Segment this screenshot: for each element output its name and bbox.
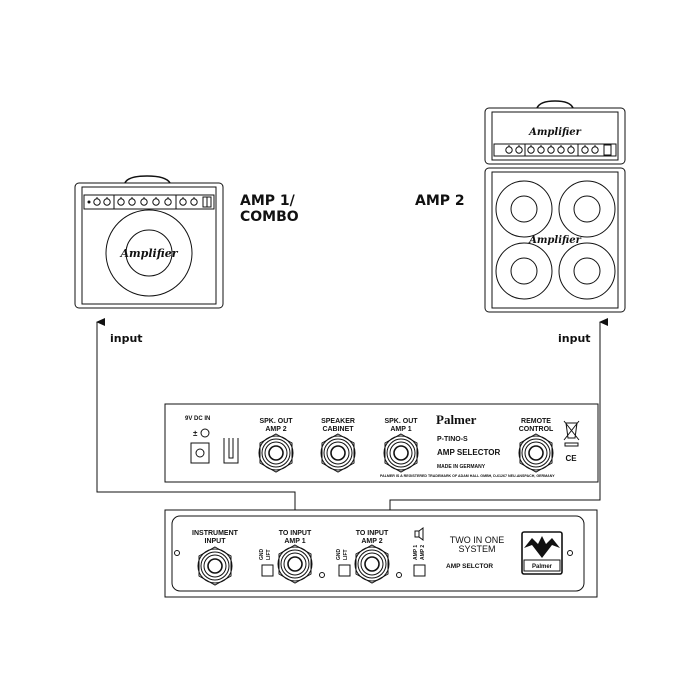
gnd-lift-amp1-button[interactable] (261, 564, 274, 577)
speaker-cabinet-jack[interactable] (320, 433, 356, 473)
amp-switch-button[interactable] (413, 564, 426, 577)
combo-amp: Amplifier (74, 175, 224, 309)
remote-control-jack[interactable] (518, 433, 554, 473)
svg-text:GND: GND (259, 549, 265, 561)
to-input-amp2-jack[interactable] (354, 544, 390, 584)
panel-title: TWO IN ONE (450, 535, 505, 545)
input-label-right: input (558, 332, 591, 345)
svg-text:TO INPUT: TO INPUT (279, 530, 312, 537)
speaker-cabinet: Amplifier (484, 167, 626, 313)
svg-text:SPEAKER: SPEAKER (321, 418, 355, 425)
spk-out-amp2-jack[interactable] (258, 433, 294, 473)
svg-text:MADE IN GERMANY: MADE IN GERMANY (437, 464, 486, 470)
product-label: AMP SELECTOR (437, 448, 500, 457)
svg-text:±: ± (193, 429, 198, 438)
svg-text:LIFT: LIFT (266, 549, 272, 560)
rear-panel: 9V DC IN ± SPK. OUT AMP 2 SPEAKER CABINE… (164, 403, 599, 483)
amp-head: Amplifier (484, 100, 626, 165)
svg-text:AMP 1: AMP 1 (413, 545, 419, 560)
svg-text:AMP 1: AMP 1 (390, 426, 411, 433)
svg-text:AMP 1: AMP 1 (284, 538, 305, 545)
svg-text:INSTRUMENT: INSTRUMENT (192, 530, 239, 537)
svg-text:SYSTEM: SYSTEM (458, 544, 495, 554)
svg-text:SPK. OUT: SPK. OUT (384, 418, 418, 425)
weee-bin-icon (563, 420, 580, 447)
svg-text:TO INPUT: TO INPUT (356, 530, 389, 537)
to-input-amp1-jack[interactable] (277, 544, 313, 584)
cables (96, 318, 608, 510)
svg-text:AMP 2: AMP 2 (265, 426, 286, 433)
palmer-brand: Palmer (436, 412, 477, 427)
combo-label: COMBO (240, 209, 299, 225)
svg-text:LIFT: LIFT (343, 549, 349, 560)
head-logo: Amplifier (528, 127, 582, 138)
gnd-lift-amp2-button[interactable] (338, 564, 351, 577)
amp1-label: AMP 1/ (240, 193, 296, 209)
svg-text:CABINET: CABINET (322, 426, 354, 433)
svg-text:AMP 2: AMP 2 (420, 545, 426, 560)
trademark-text: PALMER IS A REGISTERED TRADEMARK OF ADAM… (380, 474, 555, 478)
cable-hook (223, 438, 239, 464)
dc-jack[interactable] (190, 442, 210, 464)
input-label-left: input (110, 332, 143, 345)
front-panel: INSTRUMENT INPUT TO INPUT AMP 1 GND LIFT… (164, 509, 598, 598)
panel-subtitle: AMP SELCTOR (446, 563, 493, 570)
speaker (105, 209, 193, 297)
handle (124, 175, 171, 184)
svg-text:REMOTE: REMOTE (521, 418, 551, 425)
svg-text:Palmer: Palmer (532, 564, 553, 570)
svg-text:SPK. OUT: SPK. OUT (259, 418, 293, 425)
amp2-label: AMP 2 (415, 193, 465, 209)
cab-logo: Amplifier (528, 235, 582, 246)
palmer-logo: Palmer (521, 531, 563, 575)
control-strip (83, 194, 215, 210)
svg-text:CONTROL: CONTROL (519, 426, 554, 433)
spk-out-amp1-jack[interactable] (383, 433, 419, 473)
model-label: P-TINO-S (437, 436, 468, 443)
dc-in-label: 9V DC IN (185, 416, 210, 422)
svg-text:AMP 2: AMP 2 (361, 538, 382, 545)
ce-mark: CE (565, 454, 577, 463)
instrument-input-jack[interactable] (197, 546, 233, 586)
svg-text:INPUT: INPUT (205, 538, 227, 545)
amp-logo: Amplifier (119, 247, 178, 260)
speaker-icon (414, 527, 424, 541)
svg-text:GND: GND (336, 549, 342, 561)
